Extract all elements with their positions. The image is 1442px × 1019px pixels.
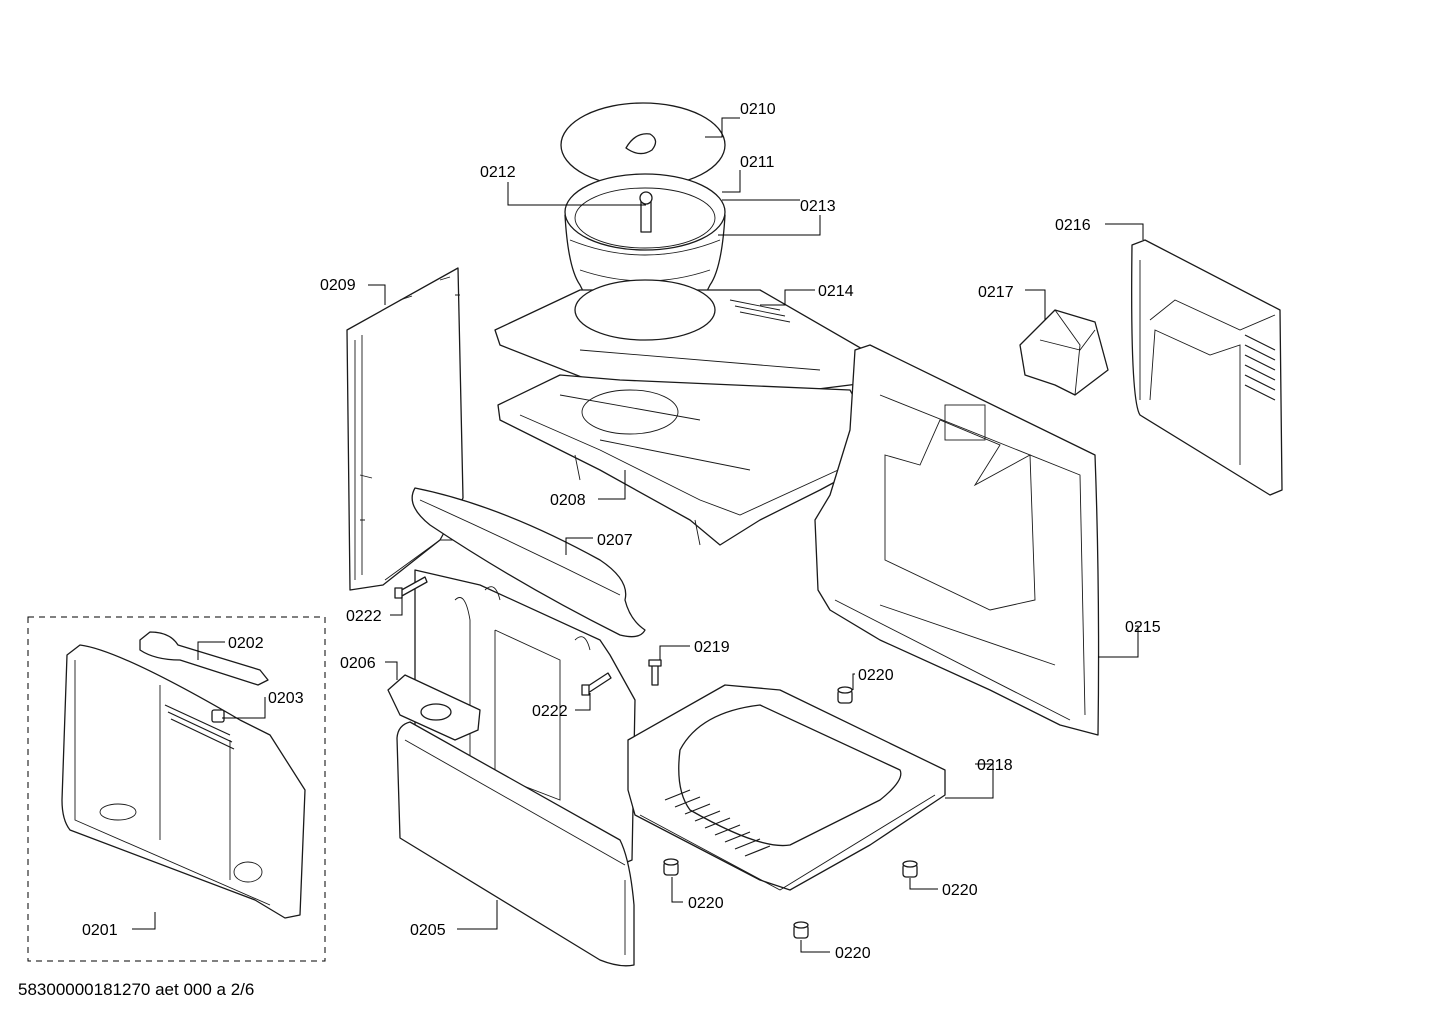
leader-0207: [565, 537, 593, 555]
part-valve: [211, 709, 225, 723]
part-left-side-panel: [346, 267, 464, 591]
label-0205: 0205: [410, 922, 446, 939]
label-0216: 0216: [1055, 217, 1091, 234]
label-0219: 0219: [694, 639, 730, 656]
label-0202: 0202: [228, 635, 264, 652]
part-screw-0219: [648, 659, 662, 686]
leader-0211: [722, 170, 741, 193]
leader-0206: [385, 661, 398, 680]
leader-0209: [368, 284, 386, 305]
part-screw-0222-a: [394, 576, 428, 599]
part-foot-0220-b: [663, 858, 679, 876]
label-0206: 0206: [340, 655, 376, 672]
part-bracket: [1019, 309, 1109, 396]
leader-0208: [598, 470, 626, 500]
leader-0215: [1098, 625, 1139, 658]
label-0217: 0217: [978, 284, 1014, 301]
leader-0216: [1105, 223, 1144, 240]
label-0210: 0210: [740, 101, 776, 118]
leader-0222-a: [390, 597, 403, 616]
leader-0203: [222, 697, 266, 719]
leader-0217: [1025, 289, 1046, 320]
part-front-trim: [411, 487, 646, 638]
part-water-tank-group: [27, 616, 326, 962]
leader-0213-b: [718, 215, 821, 236]
part-outlet-block: [387, 674, 481, 741]
part-foot-0220-c: [902, 860, 918, 878]
label-0208: 0208: [550, 492, 586, 509]
document-id: 58300000181270 aet 000 a 2/6: [18, 980, 255, 999]
part-top-cover: [494, 279, 891, 471]
part-labels: 0210 0211 0212 0213 0214 0209 0216 0217 …: [82, 101, 1161, 962]
label-0213: 0213: [800, 198, 836, 215]
leader-0205: [457, 900, 498, 930]
label-0222-a: 0222: [346, 608, 382, 625]
label-0203: 0203: [268, 690, 304, 707]
leader-0212: [507, 182, 646, 206]
label-0220-c: 0220: [942, 882, 978, 899]
part-tank-handle: [139, 631, 269, 686]
part-right-side-panel: [1131, 239, 1283, 496]
leader-0220-d: [800, 940, 830, 953]
label-0215: 0215: [1125, 619, 1161, 636]
leader-0218: [945, 763, 994, 799]
label-0220-b: 0220: [688, 895, 724, 912]
part-bean-container: [564, 173, 726, 306]
leader-0202: [197, 641, 225, 660]
leader-0222-b: [575, 693, 591, 711]
label-0214: 0214: [818, 283, 854, 300]
label-0201: 0201: [82, 922, 118, 939]
label-0209: 0209: [320, 277, 356, 294]
leader-0220-b: [671, 877, 683, 903]
leader-0214: [760, 289, 815, 306]
label-0212: 0212: [480, 164, 516, 181]
part-front-panel: [396, 721, 635, 967]
label-0222-b: 0222: [532, 703, 568, 720]
leader-0220-c: [909, 878, 938, 890]
leader-0220-a: [852, 673, 855, 690]
label-0218: 0218: [977, 757, 1013, 774]
part-foot-0220-a: [837, 686, 853, 704]
leader-lines: [132, 117, 1144, 953]
part-screw-0222-b: [581, 672, 612, 696]
label-0220-a: 0220: [858, 667, 894, 684]
leader-0210: [705, 117, 740, 138]
part-frame: [497, 374, 886, 546]
part-foot-0220-d: [793, 921, 809, 939]
label-0211: 0211: [740, 154, 775, 171]
leader-0201: [132, 912, 156, 930]
label-0220-d: 0220: [835, 945, 871, 962]
part-drip-tray: [627, 684, 946, 891]
leader-0219: [659, 645, 690, 660]
part-lid-disc: [560, 102, 726, 188]
part-rear-housing: [814, 344, 1100, 736]
label-0207: 0207: [597, 532, 633, 549]
